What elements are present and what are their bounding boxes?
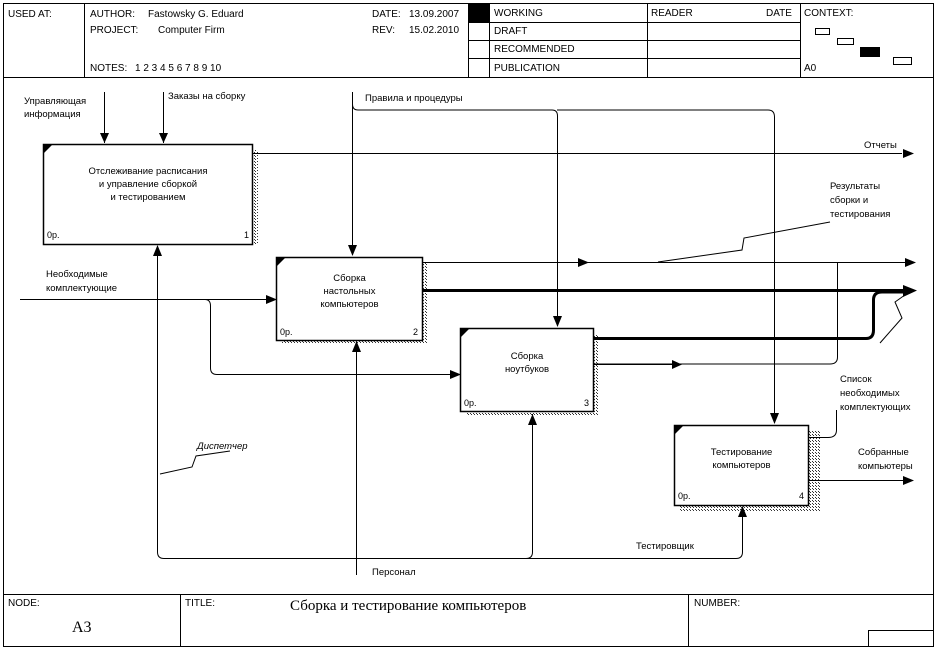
control-info-label: Управляющая информация [24,96,87,120]
block-3-box [459,327,595,413]
block-3-title: Сборка ноутбуков [504,351,550,375]
dispatcher-label: Диспетчер [197,441,248,452]
status-working: WORKING [494,8,543,19]
assembled-label: Собранные компьютеры [858,447,913,472]
status-draft: DRAFT [494,26,528,37]
needed-list-label: Список необходимых комплектующих [840,374,911,413]
block-1-box [42,143,254,246]
block-4-number: 4 [799,491,805,501]
project-label: PROJECT: [90,25,139,36]
reports-label: Отчеты [864,140,897,151]
block-2-number: 2 [413,327,419,337]
rev-label: REV: [372,25,395,36]
notes-value: 1 2 3 4 5 6 7 8 9 10 [135,63,222,74]
personnel-label: Персонал [372,567,416,578]
status-recommended: RECOMMENDED [494,44,575,55]
block-2-cost: 0р. [280,327,293,337]
diagram-title: Сборка и тестирование компьютеров [290,598,527,614]
page-frame [3,3,934,647]
results-label: Результаты сборки и тестирования [830,181,891,220]
rev-value: 15.02.2010 [409,25,460,36]
used-at-label: USED AT: [8,9,52,20]
block-2-box [275,256,424,342]
context-node: A0 [804,63,817,74]
components-label: Необходимые комплектующие [46,269,118,294]
block-3-number: 3 [584,398,590,408]
title-label: TITLE: [185,598,216,609]
author-value: Fastowsky G. Eduard [148,9,244,20]
node-value: A3 [72,619,92,636]
tester-label: Тестировщик [636,541,694,552]
working-status-marker [469,4,489,22]
date-value: 13.09.2007 [409,9,460,20]
block-4-box [673,424,810,507]
block-2-title: Сборка настольных компьютеров [320,273,379,310]
node-label: NODE: [8,598,40,609]
block-4-cost: 0р. [678,491,691,501]
personnel-bus [157,246,743,559]
notes-label: NOTES: [90,63,128,74]
project-value: Computer Firm [158,25,225,36]
block-1-cost: 0р. [47,230,60,240]
context-label: CONTEXT: [804,8,854,19]
author-label: AUTHOR: [90,9,135,20]
block-4-title: Тестирование компьютеров [710,447,773,471]
status-publication: PUBLICATION [494,63,560,74]
block-1-number: 1 [244,230,250,240]
rules-label: Правила и процедуры [365,93,463,104]
reader-date-label: DATE [766,8,792,19]
block-1-title: Отслеживание расписания и управление сбо… [88,166,208,203]
orders-label: Заказы на сборку [168,91,246,102]
number-label: NUMBER: [694,598,741,609]
block-3-cost: 0р. [464,398,477,408]
date-label: DATE: [372,9,401,20]
reader-label: READER [651,8,693,19]
